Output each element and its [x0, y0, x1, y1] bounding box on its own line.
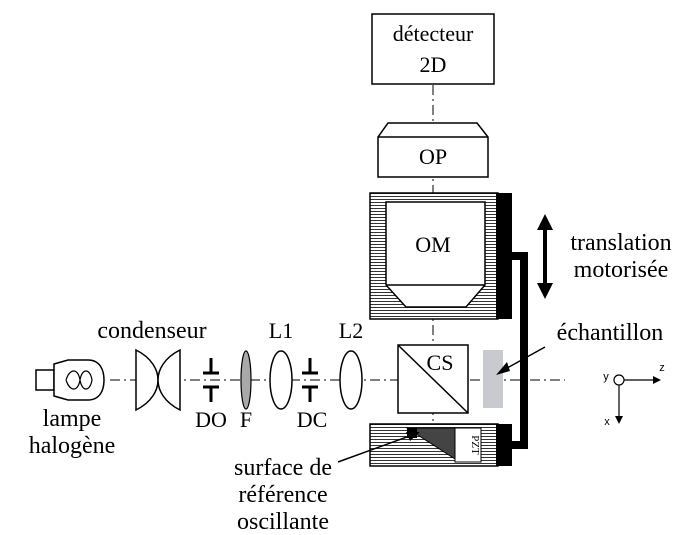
detector-2d: détecteur 2D	[371, 13, 495, 85]
l2-label: L2	[339, 318, 363, 343]
axis-x-label: x	[604, 416, 610, 428]
surface-pointer-head	[406, 432, 420, 441]
filter	[240, 350, 252, 410]
translation-label-line1: translation	[570, 230, 671, 256]
om-label: OM	[415, 232, 450, 257]
sample	[483, 350, 503, 408]
beam-splitter-cube: CS	[397, 344, 469, 414]
echantillon-label: échantillon	[557, 320, 664, 346]
do-label: DO	[195, 407, 227, 432]
echantillon-pointer-head	[496, 362, 510, 375]
detector-label-line2: 2D	[420, 52, 447, 77]
axis-z-label: z	[659, 362, 665, 374]
translation-label-line2: motorisée	[574, 257, 669, 283]
field-diaphragm-dc	[302, 358, 318, 402]
surface-label-line2: référence	[238, 482, 327, 508]
dc-label: DC	[297, 407, 328, 432]
coordinate-axes: y z x	[603, 362, 665, 428]
lamp-label-line2: halogène	[29, 433, 116, 459]
lamp-label-line1: lampe	[43, 406, 102, 432]
cs-label: CS	[427, 350, 454, 375]
surface-pointer	[337, 433, 416, 463]
translation-arrow	[537, 214, 553, 299]
halogen-lamp	[35, 359, 105, 401]
f-label: F	[240, 407, 252, 432]
detector-label-line1: détecteur	[393, 21, 474, 46]
surface-label-line3: oscillante	[237, 509, 329, 535]
motor-bracket	[512, 252, 528, 449]
aperture-diaphragm-do	[203, 358, 219, 402]
condenseur-label: condenseur	[97, 318, 206, 344]
condenser	[135, 348, 181, 412]
pzt-label: PZT	[469, 435, 481, 455]
microscope-objective: OM	[369, 192, 512, 320]
axis-y-label: y	[603, 371, 609, 383]
op-lens: OP	[377, 122, 489, 178]
l1-label: L1	[269, 318, 293, 343]
lens-l1	[269, 350, 293, 410]
surface-label-line1: surface de	[234, 455, 332, 481]
op-label: OP	[419, 144, 447, 169]
lens-l2	[339, 350, 363, 410]
reference-surface: PZT	[369, 423, 512, 467]
